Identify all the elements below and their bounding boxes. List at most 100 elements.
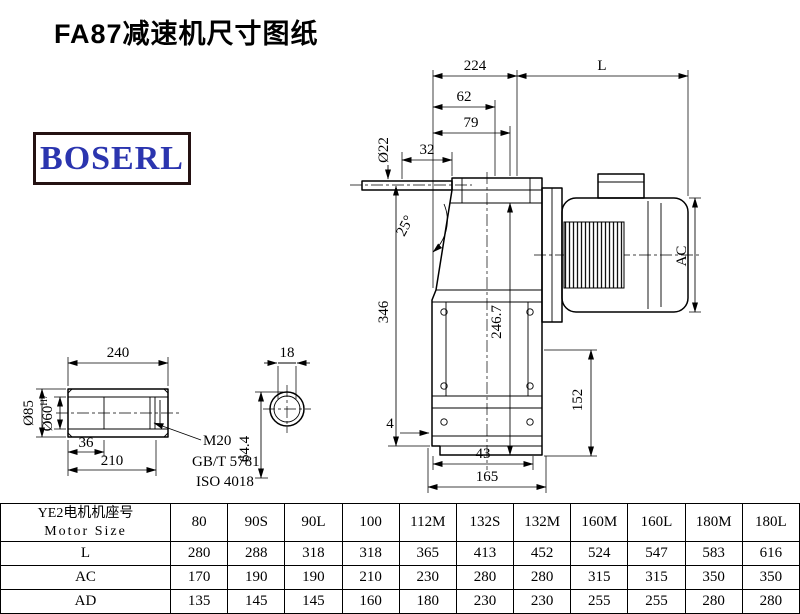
label-gbt5781: GB/T 5781 xyxy=(192,454,260,470)
logo-text: BOSERL xyxy=(40,139,184,177)
dim-value: 318 xyxy=(341,541,400,566)
dim-18: 18 xyxy=(280,345,295,361)
hollow-shaft-view: 240 Ø85 Ø60H7 36 210 M20 GB/T 5781 ISO 4… xyxy=(21,345,260,490)
motor-size-header: YE2电机机座号 Motor Size xyxy=(0,503,171,542)
dim-value: 315 xyxy=(570,565,629,590)
dim-value: 318 xyxy=(284,541,343,566)
bolt-hole xyxy=(440,418,448,426)
dim-4: 4 xyxy=(386,416,394,432)
dim-value: 288 xyxy=(227,541,286,566)
bolt-hole xyxy=(526,382,534,390)
bore-outer-circle xyxy=(269,391,305,427)
dim-224: 224 xyxy=(464,58,487,74)
dim-value: 280 xyxy=(169,541,229,566)
motor-size-col: 180L xyxy=(741,503,800,542)
dim-value: 180 xyxy=(398,589,457,614)
dim-value: 413 xyxy=(455,541,515,566)
motor-size-header-en: Motor Size xyxy=(44,523,127,539)
dim-value: 230 xyxy=(398,565,457,590)
bolt-hole xyxy=(440,308,448,316)
dim-value: 524 xyxy=(570,541,629,566)
motor-size-col: 132S xyxy=(455,503,515,542)
motor-size-col: 180M xyxy=(684,503,743,542)
dim-value: 145 xyxy=(284,589,343,614)
motor-size-col: 90L xyxy=(284,503,343,542)
dim-value: 190 xyxy=(284,565,343,590)
dim-value: 160 xyxy=(341,589,400,614)
dim-shaft-diameter: Ø22 xyxy=(376,137,392,163)
dim-value: 280 xyxy=(741,589,800,614)
bolt-hole xyxy=(526,308,534,316)
dim-value: 350 xyxy=(684,565,743,590)
dim-angle: 25° xyxy=(393,213,417,239)
dim-value: 170 xyxy=(169,565,229,590)
main-view xyxy=(350,172,702,470)
dim-value: 365 xyxy=(398,541,457,566)
dim-value: 452 xyxy=(513,541,572,566)
dim-240: 240 xyxy=(107,345,130,361)
dim-value: 280 xyxy=(455,565,515,590)
motor-size-col: 160M xyxy=(570,503,629,542)
dim-value: 280 xyxy=(513,565,572,590)
dim-346: 346 xyxy=(376,300,392,323)
dim-value: 547 xyxy=(627,541,686,566)
dim-152: 152 xyxy=(570,389,586,412)
shaft-body xyxy=(67,388,169,438)
dim-value: 255 xyxy=(570,589,629,614)
motor-size-col: 160L xyxy=(627,503,686,542)
dim-62: 62 xyxy=(457,89,472,105)
dim-210: 210 xyxy=(101,453,124,469)
dim-64-4: 64.4 xyxy=(237,435,253,462)
dim-value: 616 xyxy=(741,541,800,566)
main-dimensions: 224 L 62 79 32 Ø22 25° 346 4 246.7 AC 15… xyxy=(376,58,701,493)
dim-value: 145 xyxy=(227,589,286,614)
row-label: L xyxy=(0,541,171,566)
dim-value: 255 xyxy=(627,589,686,614)
output-shaft xyxy=(361,180,453,191)
page-title: FA87减速机尺寸图纸 xyxy=(54,19,319,49)
dim-L: L xyxy=(597,58,606,74)
motor-size-col: 132M xyxy=(513,503,572,542)
motor-fins xyxy=(563,221,625,289)
motor-size-col: 112M xyxy=(398,503,457,542)
dim-value: 230 xyxy=(513,589,572,614)
bolt-hole xyxy=(440,382,448,390)
motor-size-col: 100 xyxy=(341,503,400,542)
dim-36: 36 xyxy=(79,435,95,451)
dim-value: 350 xyxy=(741,565,800,590)
dim-79: 79 xyxy=(464,115,479,131)
dim-60H7: Ø60H7 xyxy=(39,394,56,431)
dim-value: 280 xyxy=(684,589,743,614)
dimension-drawing: 224 L 62 79 32 Ø22 25° 346 4 246.7 AC 15… xyxy=(21,58,702,493)
dim-value: 190 xyxy=(227,565,286,590)
row-label: AC xyxy=(0,565,171,590)
dim-AC: AC xyxy=(674,246,690,267)
bore-inner-circle xyxy=(273,395,301,423)
dim-value: 135 xyxy=(169,589,229,614)
terminal-box xyxy=(597,173,645,199)
label-m20: M20 xyxy=(203,433,231,449)
bolt-hole xyxy=(526,418,534,426)
dim-32: 32 xyxy=(420,142,435,158)
boserl-logo: BOSERL xyxy=(33,132,191,185)
dim-value: 230 xyxy=(455,589,515,614)
bore-section-view: 18 64.4 xyxy=(237,345,311,479)
dim-value: 583 xyxy=(684,541,743,566)
row-label: AD xyxy=(0,589,171,614)
dim-85: Ø85 xyxy=(21,400,37,426)
dim-246-7: 246.7 xyxy=(489,305,505,339)
label-iso4018: ISO 4018 xyxy=(196,474,254,490)
dim-value: 210 xyxy=(341,565,400,590)
dim-43: 43 xyxy=(476,446,491,462)
motor-size-header-cn: YE2电机机座号 xyxy=(37,506,134,521)
dim-165: 165 xyxy=(476,469,499,485)
motor-size-col: 90S xyxy=(227,503,286,542)
motor-size-col: 80 xyxy=(169,503,229,542)
